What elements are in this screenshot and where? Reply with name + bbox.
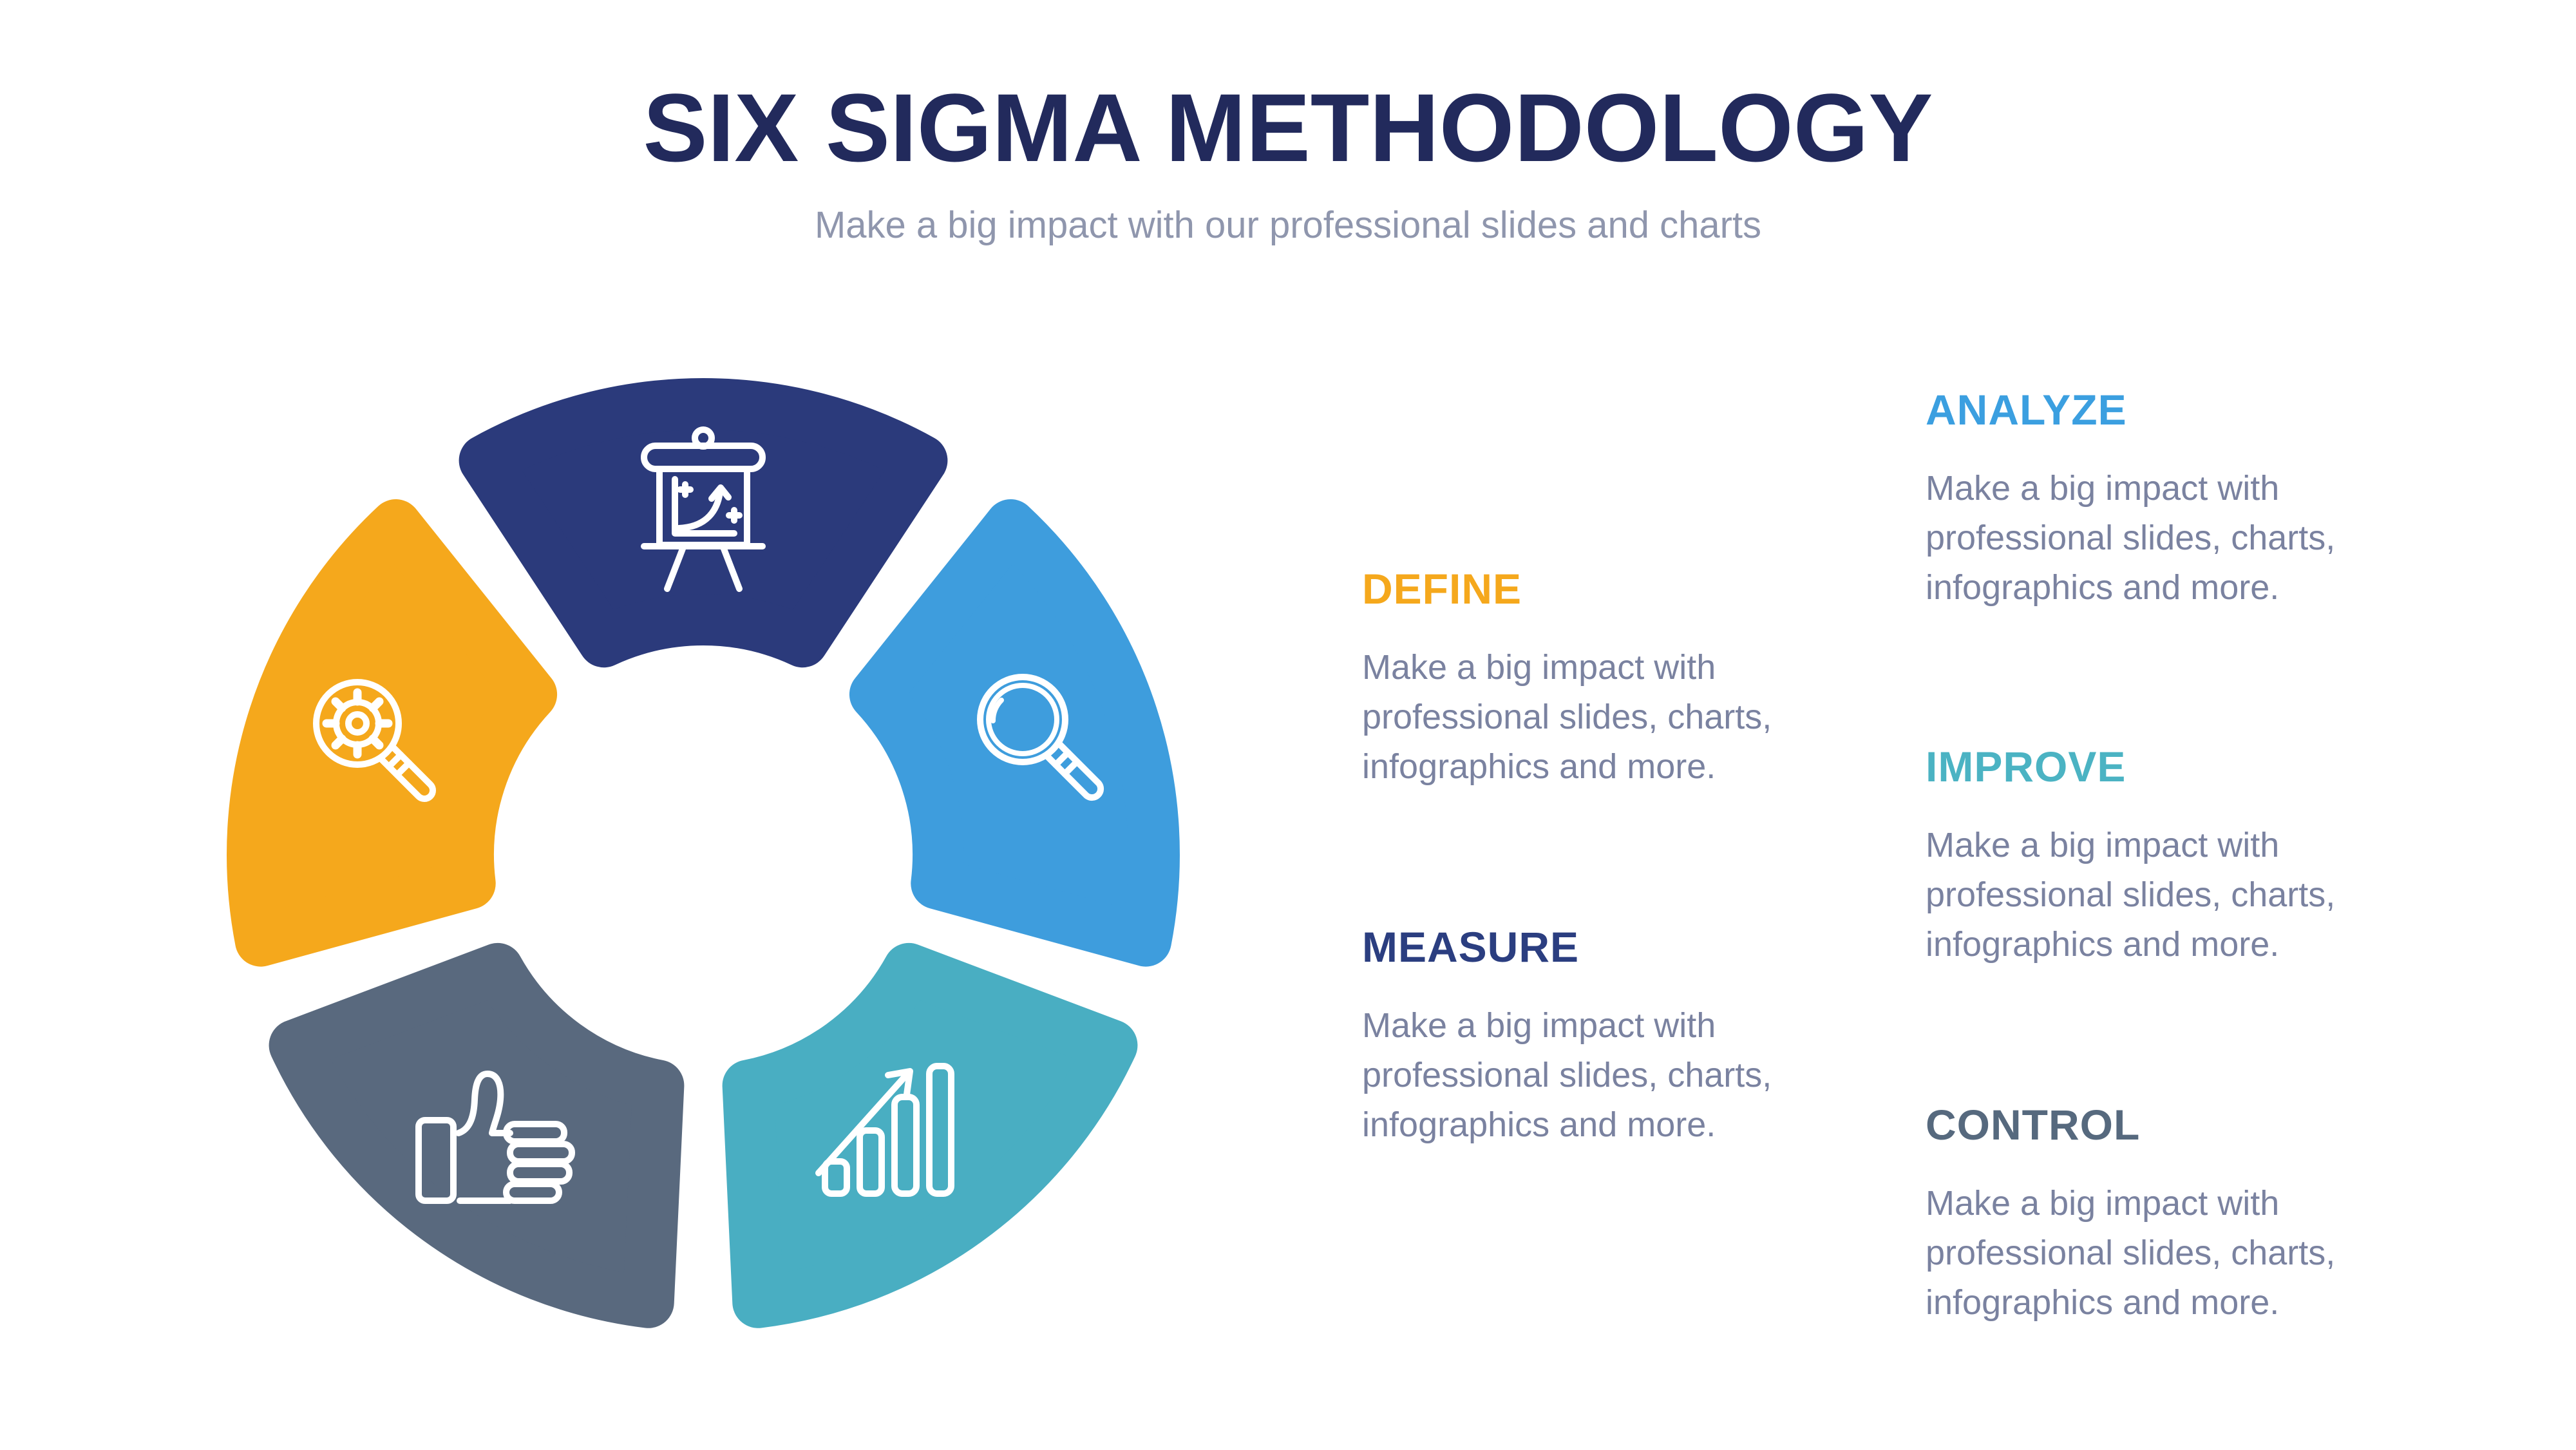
section-control-body: Make a big impact with professional slid… (1926, 1179, 2428, 1328)
page-subtitle: Make a big impact with our professional … (814, 204, 1762, 246)
section-define: DEFINE Make a big impact with profession… (1362, 564, 1864, 792)
section-measure-title: MEASURE (1362, 923, 1580, 971)
body-line: Make a big impact with (1926, 469, 2280, 508)
body-line: professional slides, charts, (1926, 519, 2336, 557)
section-improve-title: IMPROVE (1926, 743, 2126, 790)
petal-improve (722, 942, 1138, 1328)
body-line: infographics and more. (1926, 1283, 2280, 1322)
section-control: CONTROL Make a big impact with professio… (1926, 1100, 2428, 1328)
body-line: infographics and more. (1362, 1105, 1716, 1144)
page-title: SIX SIGMA METHODOLOGY (643, 73, 1933, 182)
magnifier-icon (977, 674, 1104, 801)
section-analyze: ANALYZE Make a big impact with professio… (1926, 385, 2428, 613)
section-improve-body: Make a big impact with professional slid… (1926, 821, 2428, 969)
section-measure-body: Make a big impact with professional slid… (1362, 1001, 1864, 1150)
body-line: professional slides, charts, (1926, 1234, 2336, 1272)
section-analyze-body: Make a big impact with professional slid… (1926, 464, 2428, 613)
thumbs-up-icon (415, 1071, 575, 1204)
body-line: professional slides, charts, (1362, 698, 1772, 736)
section-measure: MEASURE Make a big impact with professio… (1362, 922, 1864, 1150)
body-line: infographics and more. (1926, 925, 2280, 964)
petal-define (227, 499, 558, 967)
body-line: infographics and more. (1362, 747, 1716, 786)
body-line: Make a big impact with (1362, 648, 1716, 687)
section-control-title: CONTROL (1926, 1101, 2141, 1149)
gear-magnifier-icon (313, 679, 436, 802)
body-line: Make a big impact with (1926, 826, 2280, 864)
section-improve: IMPROVE Make a big impact with professio… (1926, 742, 2428, 969)
body-line: Make a big impact with (1362, 1006, 1716, 1045)
six-sigma-cycle-diagram (227, 378, 1180, 1328)
body-line: professional slides, charts, (1926, 875, 2336, 914)
section-define-title: DEFINE (1362, 565, 1522, 613)
growth-bars-arrow-icon (815, 1063, 954, 1197)
presentation-growth-board-icon (641, 426, 766, 592)
section-analyze-title: ANALYZE (1926, 386, 2127, 434)
body-line: infographics and more. (1926, 568, 2280, 607)
body-line: professional slides, charts, (1362, 1056, 1772, 1094)
body-line: Make a big impact with (1926, 1184, 2280, 1223)
section-define-body: Make a big impact with professional slid… (1362, 643, 1864, 792)
petal-control (269, 942, 685, 1328)
petal-analyze (849, 499, 1180, 967)
